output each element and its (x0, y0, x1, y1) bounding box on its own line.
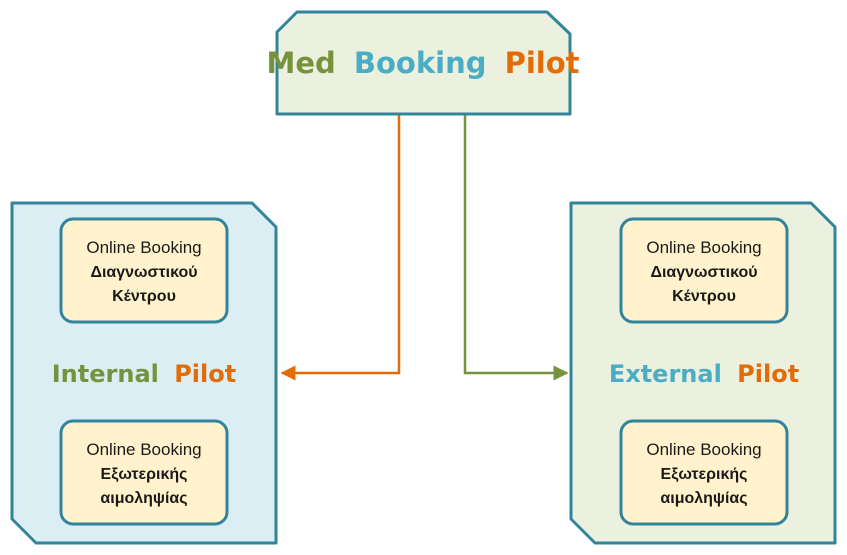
external-service-diagnostic: Online Booking Διαγνωστικού Κέντρου (619, 217, 789, 324)
top-title-word-booking: Booking (354, 46, 487, 80)
external-service-diagnostic-box (619, 217, 789, 324)
internal-service-diagnostic: Online Booking Διαγνωστικού Κέντρου (59, 217, 229, 324)
external-service-bloodtest-line2: Εξωτερικής (661, 466, 748, 483)
internal-service-diagnostic-box (59, 217, 229, 324)
internal-service-diagnostic-line3: Κέντρου (112, 288, 176, 305)
internal-pilot-node: Internal Pilot Online Booking Διαγνωστικ… (10, 201, 278, 545)
external-service-bloodtest-line1: Online Booking (646, 440, 761, 459)
external-service-bloodtest-line3: αιμοληψίας (660, 490, 747, 507)
internal-service-diagnostic-line1: Online Booking (86, 238, 201, 257)
connector-top-to-external (463, 114, 569, 381)
external-service-bloodtest-box (619, 419, 789, 526)
internal-service-bloodtest-line1: Online Booking (86, 440, 201, 459)
external-word-pilot: Pilot (737, 360, 799, 388)
top-title-word-pilot: Pilot (505, 46, 580, 80)
top-title-word-med: Med (266, 46, 335, 80)
internal-word-pilot: Pilot (174, 360, 236, 388)
external-word-external: External (609, 360, 722, 388)
connector-top-to-internal (280, 114, 401, 381)
internal-service-bloodtest: Online Booking Εξωτερικής αιμοληψίας (59, 419, 229, 526)
internal-pilot-label: Internal Pilot (52, 360, 236, 388)
internal-word-internal: Internal (52, 360, 159, 388)
external-service-diagnostic-line1: Online Booking (646, 238, 761, 257)
top-node-title: Med Booking Pilot (266, 46, 579, 80)
external-pilot-node: External Pilot Online Booking Διαγνωστικ… (569, 201, 837, 545)
external-service-diagnostic-line3: Κέντρου (672, 288, 736, 305)
external-service-bloodtest: Online Booking Εξωτερικής αιμοληψίας (619, 419, 789, 526)
external-service-diagnostic-line2: Διαγνωστικού (650, 264, 757, 281)
internal-service-bloodtest-line2: Εξωτερικής (101, 466, 188, 483)
internal-service-bloodtest-line3: αιμοληψίας (100, 490, 187, 507)
internal-service-bloodtest-box (59, 419, 229, 526)
internal-service-diagnostic-line2: Διαγνωστικού (90, 264, 197, 281)
external-pilot-label: External Pilot (609, 360, 799, 388)
top-node-shape (275, 10, 572, 116)
top-node: Med Booking Pilot (266, 10, 580, 116)
